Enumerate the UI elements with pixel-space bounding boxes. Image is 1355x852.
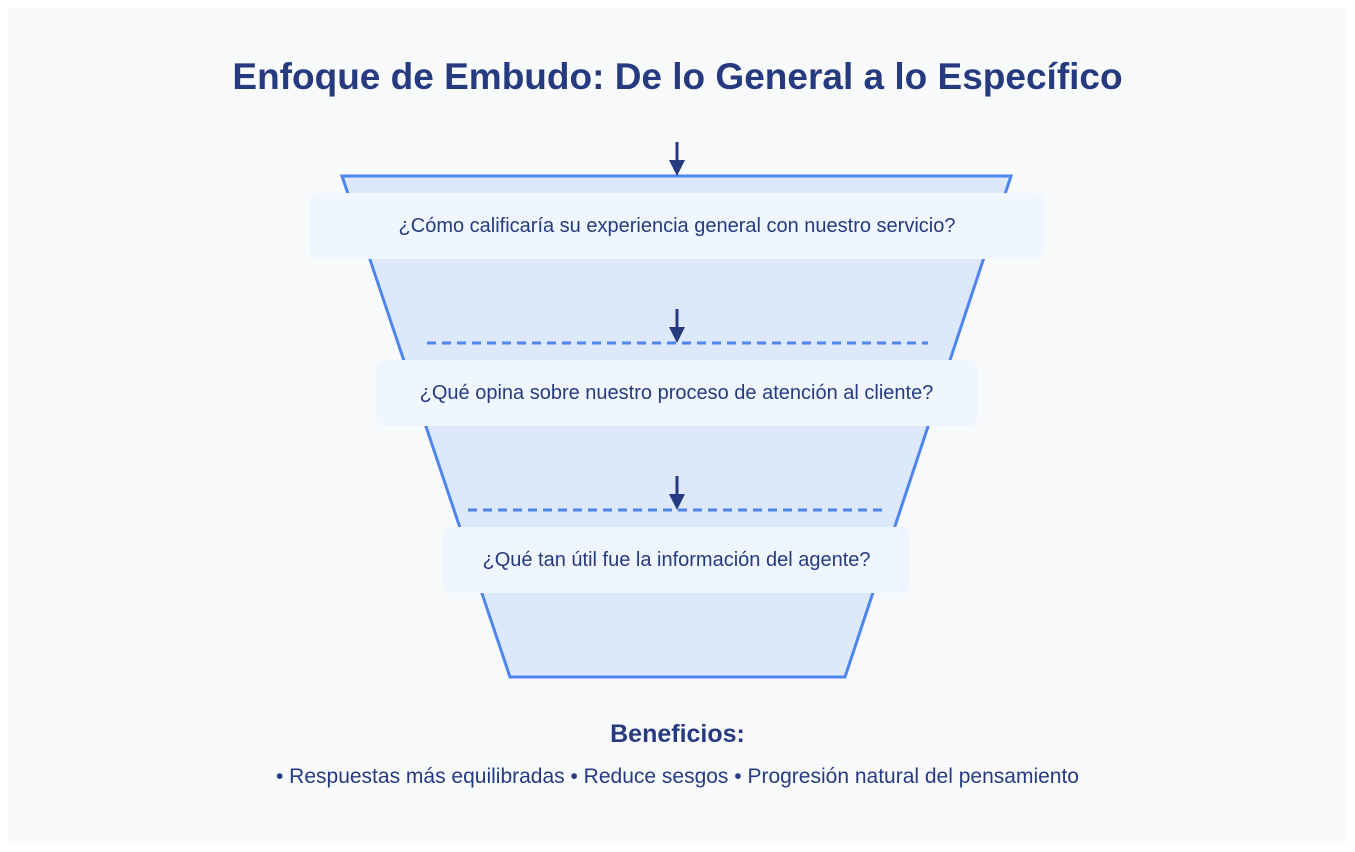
benefits-title: Beneficios: (610, 720, 745, 748)
question-detailed: ¿Qué tan útil fue la información del age… (443, 527, 910, 593)
question-general: ¿Cómo calificaría su experiencia general… (310, 193, 1044, 259)
diagram-title: Enfoque de Embudo: De lo General a lo Es… (232, 56, 1123, 97)
question-specific: ¿Qué opina sobre nuestro proceso de aten… (376, 360, 977, 426)
benefits-list: • Respuestas más equilibradas • Reduce s… (275, 765, 1079, 788)
arrow-down-icon (669, 476, 685, 510)
arrow-down-icon (669, 309, 685, 343)
arrow-down-icon (669, 142, 685, 176)
